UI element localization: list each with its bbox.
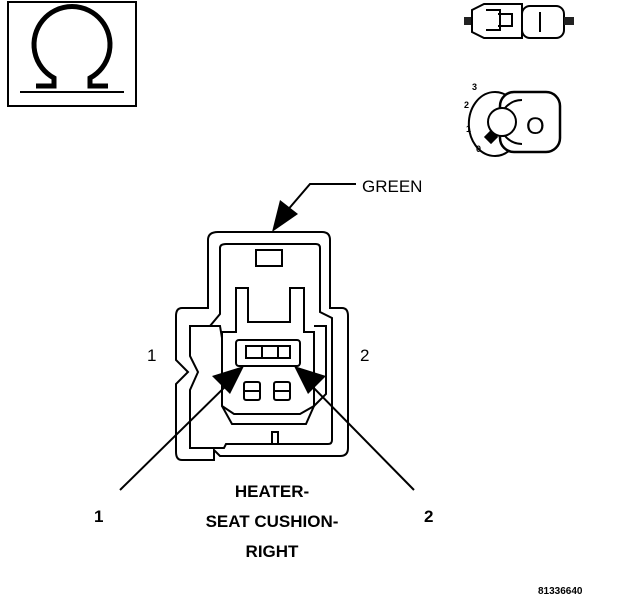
cavity-label-right: 2 [360, 346, 369, 365]
key-position-icon: 3 2 1 0 O [464, 82, 562, 157]
key-position-3: 3 [472, 82, 477, 92]
connector-pin-icon [464, 3, 574, 39]
figure-number: 81336640 [538, 586, 583, 597]
wire-color-leader [272, 183, 356, 232]
callout-leader-left [119, 366, 244, 491]
connector-latch [210, 249, 327, 425]
callout-label-left: 1 [94, 507, 103, 526]
ohm-symbol-icon [7, 1, 137, 107]
key-glyph: O [526, 113, 545, 140]
key-position-1: 1 [466, 124, 471, 134]
connector-name-line-3: RIGHT [246, 542, 300, 561]
callout-leader-right [294, 366, 415, 491]
key-position-0: 0 [476, 144, 481, 154]
pin-cavities [243, 381, 291, 401]
key-position-2: 2 [464, 100, 469, 110]
terminal-housing [235, 339, 301, 367]
wire-color-label: GREEN [362, 177, 422, 196]
connector-body [175, 231, 349, 461]
cavity-label-left: 1 [147, 346, 156, 365]
connector-name-line-2: SEAT CUSHION- [206, 512, 339, 531]
connector-name-line-1: HEATER- [235, 482, 309, 501]
callout-label-right: 2 [424, 507, 433, 526]
